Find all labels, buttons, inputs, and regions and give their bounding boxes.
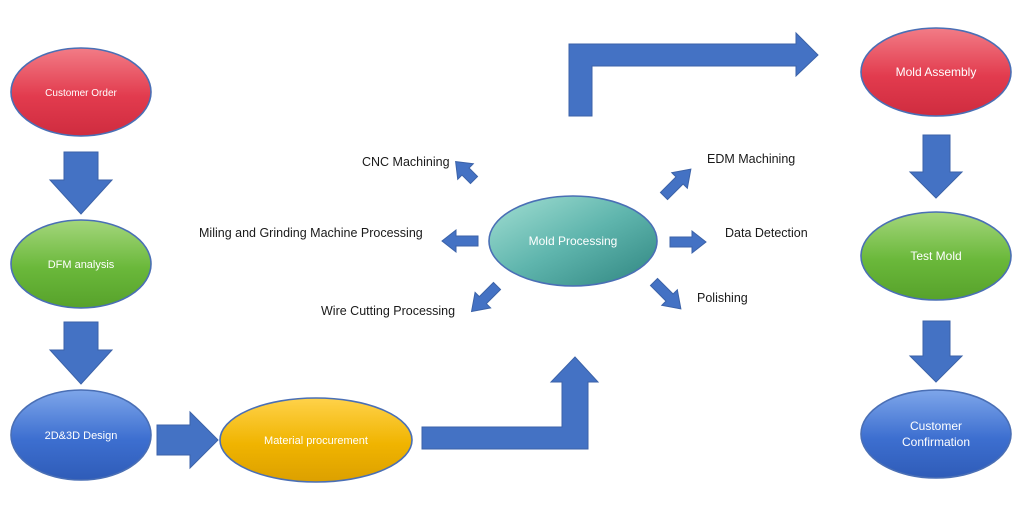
arrow-to-edm xyxy=(659,168,692,201)
arrow-mold-processing-to-assembly xyxy=(568,31,819,117)
mold-assembly-label: Mold Assembly xyxy=(896,65,977,79)
node-mold-assembly: Mold Assembly xyxy=(860,27,1012,117)
node-2d3d-design: 2D&3D Design xyxy=(10,389,152,481)
arrow-to-wire-cutting xyxy=(470,281,502,313)
arrow-to-cnc xyxy=(455,161,479,185)
arrow-to-polishing xyxy=(649,277,682,310)
node-dfm-analysis: DFM analysis xyxy=(10,219,152,309)
edm-machining-label: EDM Machining xyxy=(707,152,795,166)
polishing-label: Polishing xyxy=(697,291,748,305)
milling-grinding-label: Miling and Grinding Machine Processing xyxy=(199,226,423,240)
arrow-to-milling xyxy=(441,228,479,254)
cnc-machining-label: CNC Machining xyxy=(362,155,450,169)
node-customer-confirmation: Customer Confirmation xyxy=(860,389,1012,479)
arrow-test-to-confirmation xyxy=(908,320,964,383)
dfm-analysis-label: DFM analysis xyxy=(48,259,115,271)
arrow-to-data-detection xyxy=(669,229,707,255)
node-material-procurement: Material procurement xyxy=(219,397,413,483)
design-label: 2D&3D Design xyxy=(45,430,118,442)
test-mold-label: Test Mold xyxy=(910,249,961,263)
node-mold-processing: Mold Processing xyxy=(488,195,658,287)
material-procurement-label: Material procurement xyxy=(264,435,368,447)
node-customer-order: Customer Order xyxy=(10,47,152,137)
arrow-dfm-to-design xyxy=(48,321,114,385)
arrow-design-to-material xyxy=(156,410,219,470)
data-detection-label: Data Detection xyxy=(725,226,808,240)
customer-confirmation-label-line2: Confirmation xyxy=(902,435,970,449)
arrow-order-to-dfm xyxy=(48,151,114,215)
arrow-assembly-to-test xyxy=(908,134,964,199)
mold-processing-label: Mold Processing xyxy=(529,234,618,248)
customer-order-label: Customer Order xyxy=(45,88,117,99)
wire-cutting-label: Wire Cutting Processing xyxy=(321,304,455,318)
arrow-material-to-mold-processing xyxy=(421,356,600,450)
customer-confirmation-label-line1: Customer xyxy=(910,419,962,433)
node-test-mold: Test Mold xyxy=(860,211,1012,301)
